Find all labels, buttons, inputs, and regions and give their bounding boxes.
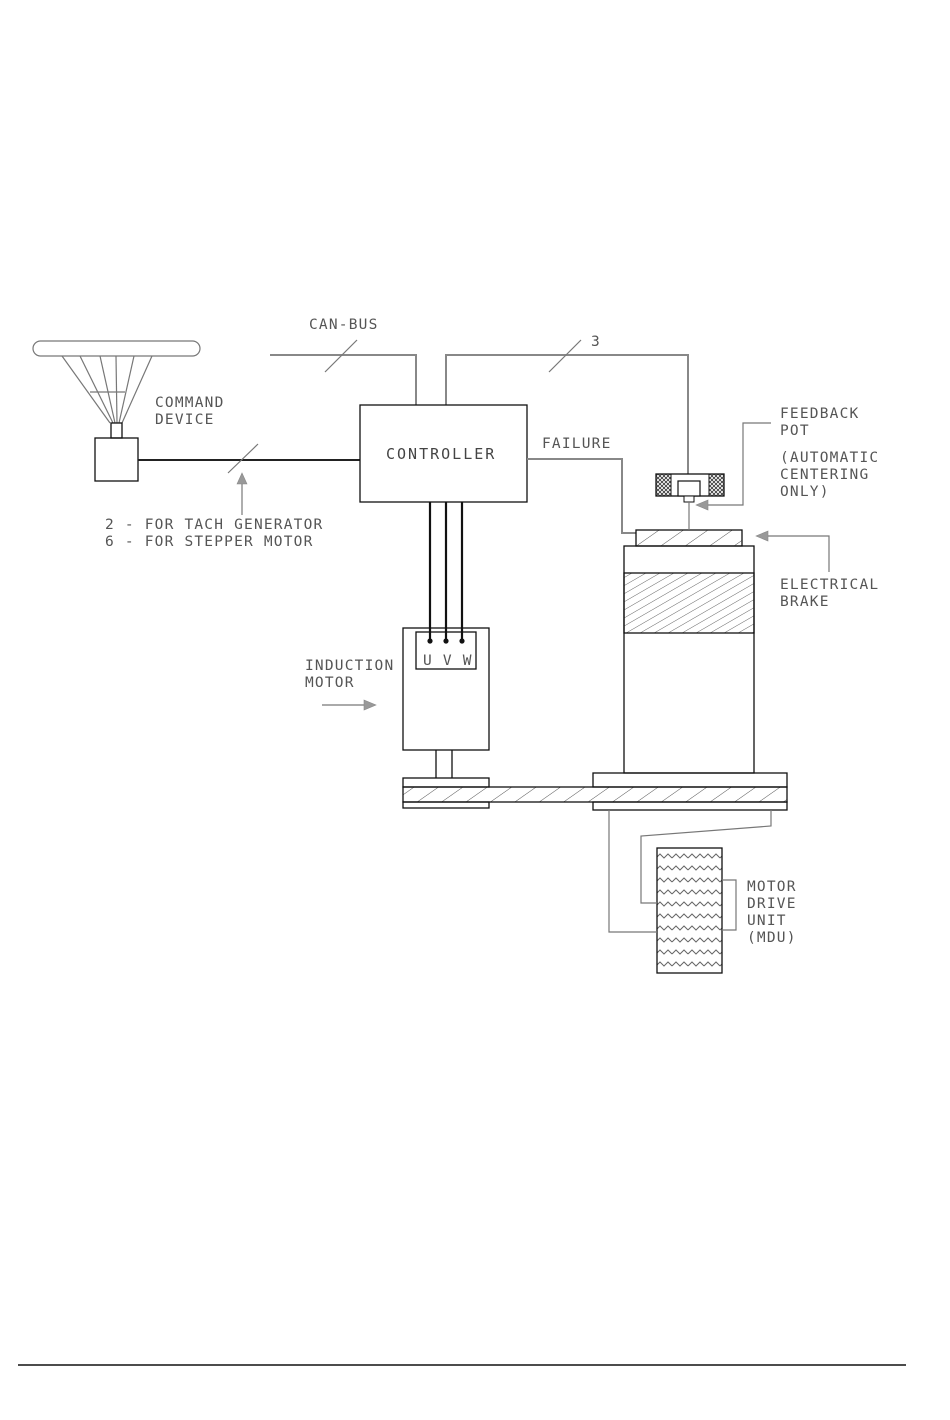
mdu-bracket — [722, 880, 736, 930]
steering-wheel-rim — [33, 341, 200, 356]
gear-rack — [403, 787, 787, 802]
failure-label: FAILURE — [542, 436, 612, 452]
terminal-dots — [427, 638, 464, 643]
induction-motor-label: INDUCTION MOTOR — [305, 658, 404, 691]
feedback-pot-label: FEEDBACK POT (AUTOMATIC CENTERING ONLY) — [780, 406, 889, 500]
mdu-wire-left — [609, 810, 657, 932]
tach-note-label: 2 - FOR TACH GENERATOR 6 - FOR STEPPER M… — [105, 517, 333, 550]
can-bus-line — [270, 355, 416, 405]
failure-line — [527, 459, 636, 533]
steering-column — [111, 423, 122, 438]
brake-leader — [756, 531, 829, 572]
large-gear-lower — [593, 802, 787, 810]
command-device-label: COMMAND DEVICE — [155, 395, 234, 428]
bus-count-label: 3 — [591, 334, 601, 350]
feedback-pot — [656, 474, 724, 530]
steering-wheel-spokes — [62, 356, 152, 423]
motor-winding — [624, 573, 754, 633]
induction-motor-arrow — [322, 700, 376, 710]
small-gear-lower — [403, 802, 489, 808]
small-gear — [403, 778, 489, 787]
mdu-label: MOTOR DRIVE UNIT (MDU) — [747, 879, 807, 946]
terminals-label: U V W — [423, 653, 473, 669]
controller-label: CONTROLLER — [386, 445, 496, 463]
motor-phase-wires — [430, 502, 462, 640]
motor-drive-unit — [657, 848, 722, 973]
large-gear-upper — [593, 773, 787, 787]
can-bus-label: CAN-BUS — [309, 317, 379, 333]
feedback-pot-leader — [696, 423, 771, 510]
command-device-box — [95, 438, 138, 481]
cable-count-slash — [228, 444, 258, 473]
tach-note-arrow — [237, 473, 247, 515]
electrical-brake-label: ELECTRICAL BRAKE — [780, 577, 889, 610]
electrical-brake — [636, 530, 742, 546]
